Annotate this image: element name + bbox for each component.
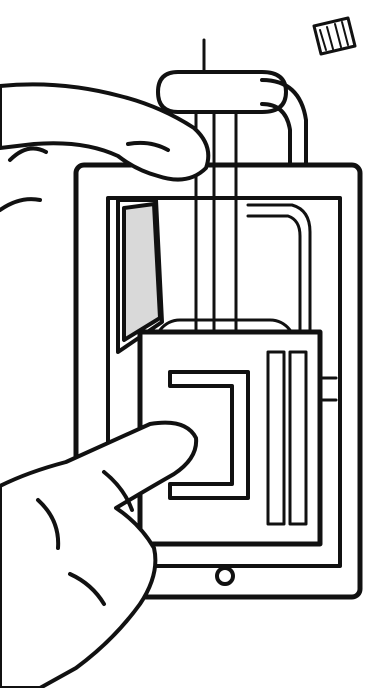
wire-nut-icon xyxy=(314,18,355,54)
screw-hole-icon xyxy=(217,568,233,584)
switch-side-strip-right xyxy=(290,352,306,524)
switch-side-strip-left xyxy=(268,352,284,524)
